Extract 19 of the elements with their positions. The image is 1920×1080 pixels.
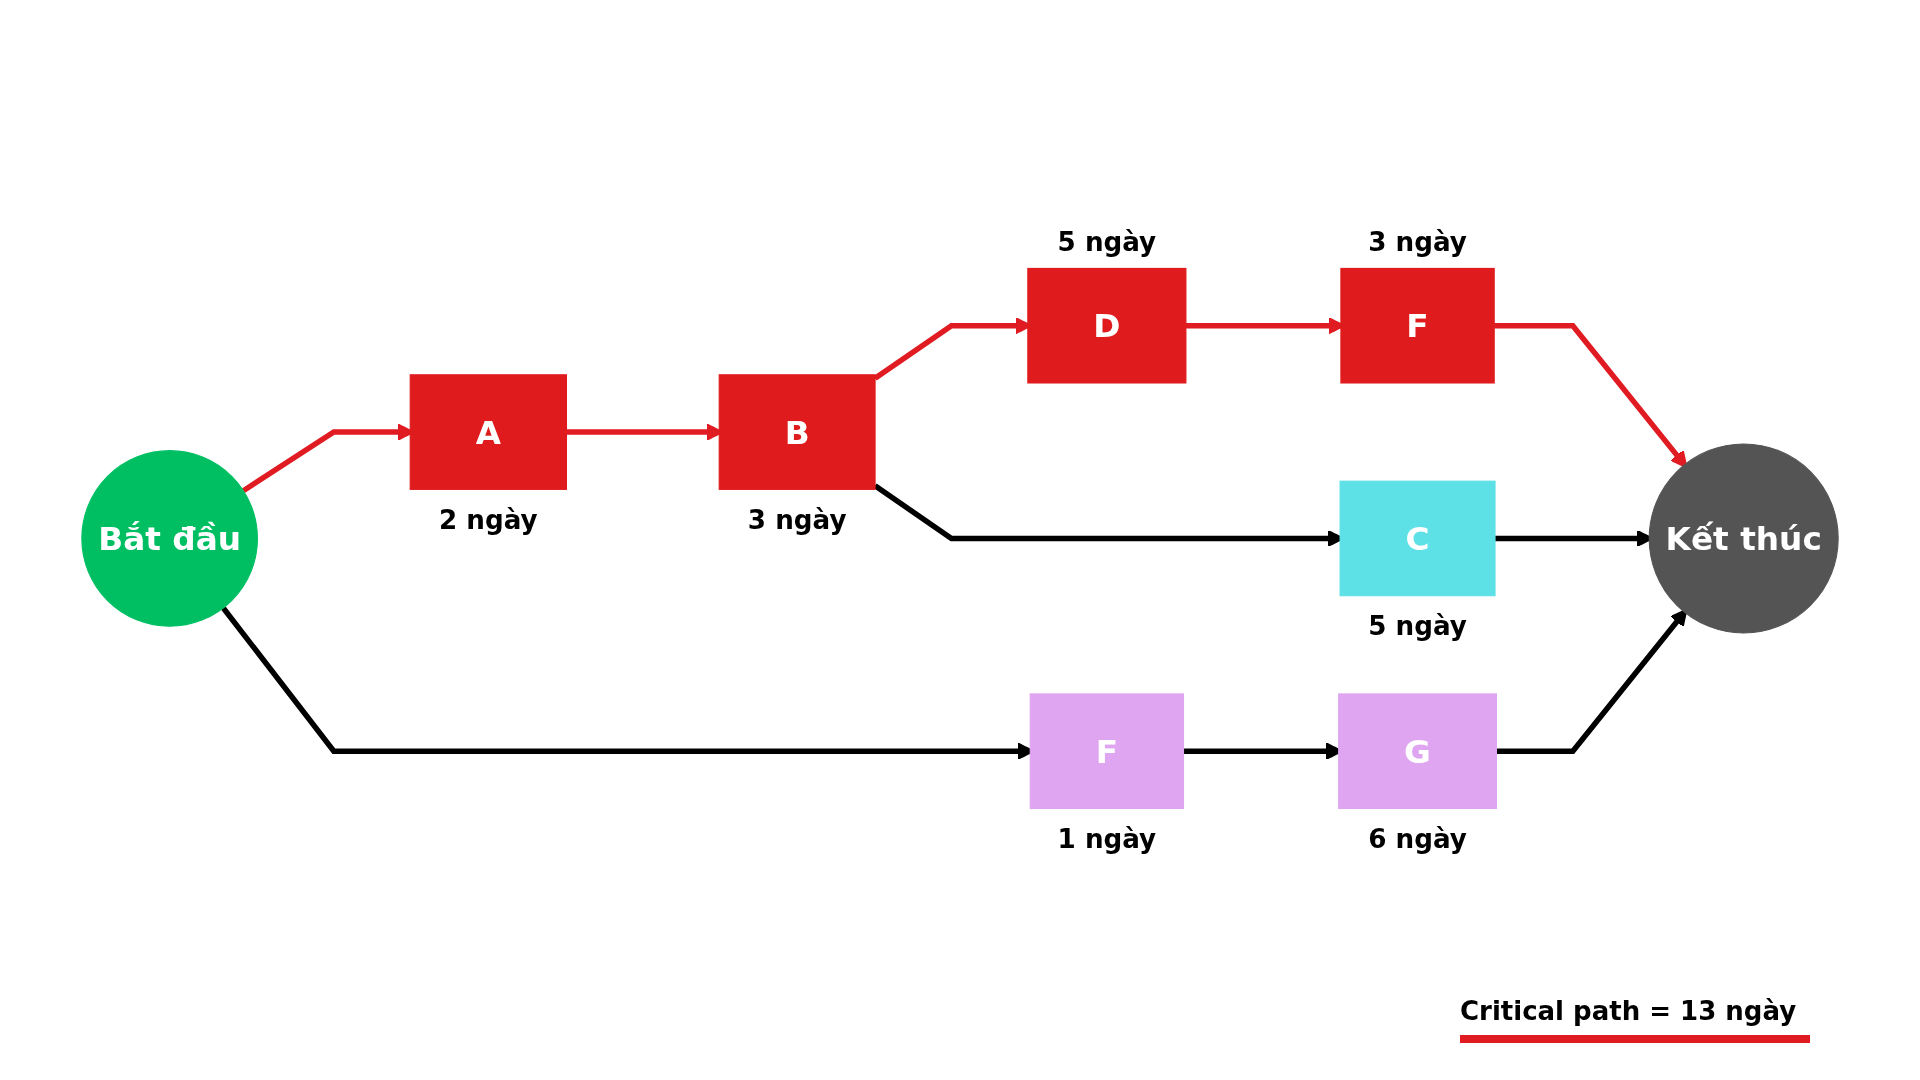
- node-circle: Bắt đầu: [81, 450, 258, 627]
- node-circle: Kết thúc: [1648, 443, 1839, 634]
- duration-label: 3 ngày: [747, 504, 847, 535]
- duration-label: 5 ngày: [1368, 611, 1467, 641]
- duration-label: 2 ngày: [439, 504, 538, 535]
- arrow: [1496, 608, 1688, 754]
- node-box: G: [1338, 693, 1497, 810]
- duration-label: 3 ngày: [1368, 226, 1467, 257]
- duration-label: 5 ngày: [1057, 226, 1157, 257]
- node-box: B: [718, 374, 876, 490]
- duration-label: 1 ngày: [1057, 823, 1157, 854]
- node-box: A: [409, 374, 567, 490]
- node-box: C: [1339, 480, 1496, 597]
- duration-label: 6 ngày: [1368, 823, 1467, 854]
- legend-text: Critical path = 13 ngày: [1460, 996, 1797, 1026]
- node-box: F: [1029, 693, 1185, 810]
- node-box: D: [1027, 267, 1187, 384]
- node-box: F: [1340, 267, 1495, 384]
- arrow: [1494, 322, 1688, 469]
